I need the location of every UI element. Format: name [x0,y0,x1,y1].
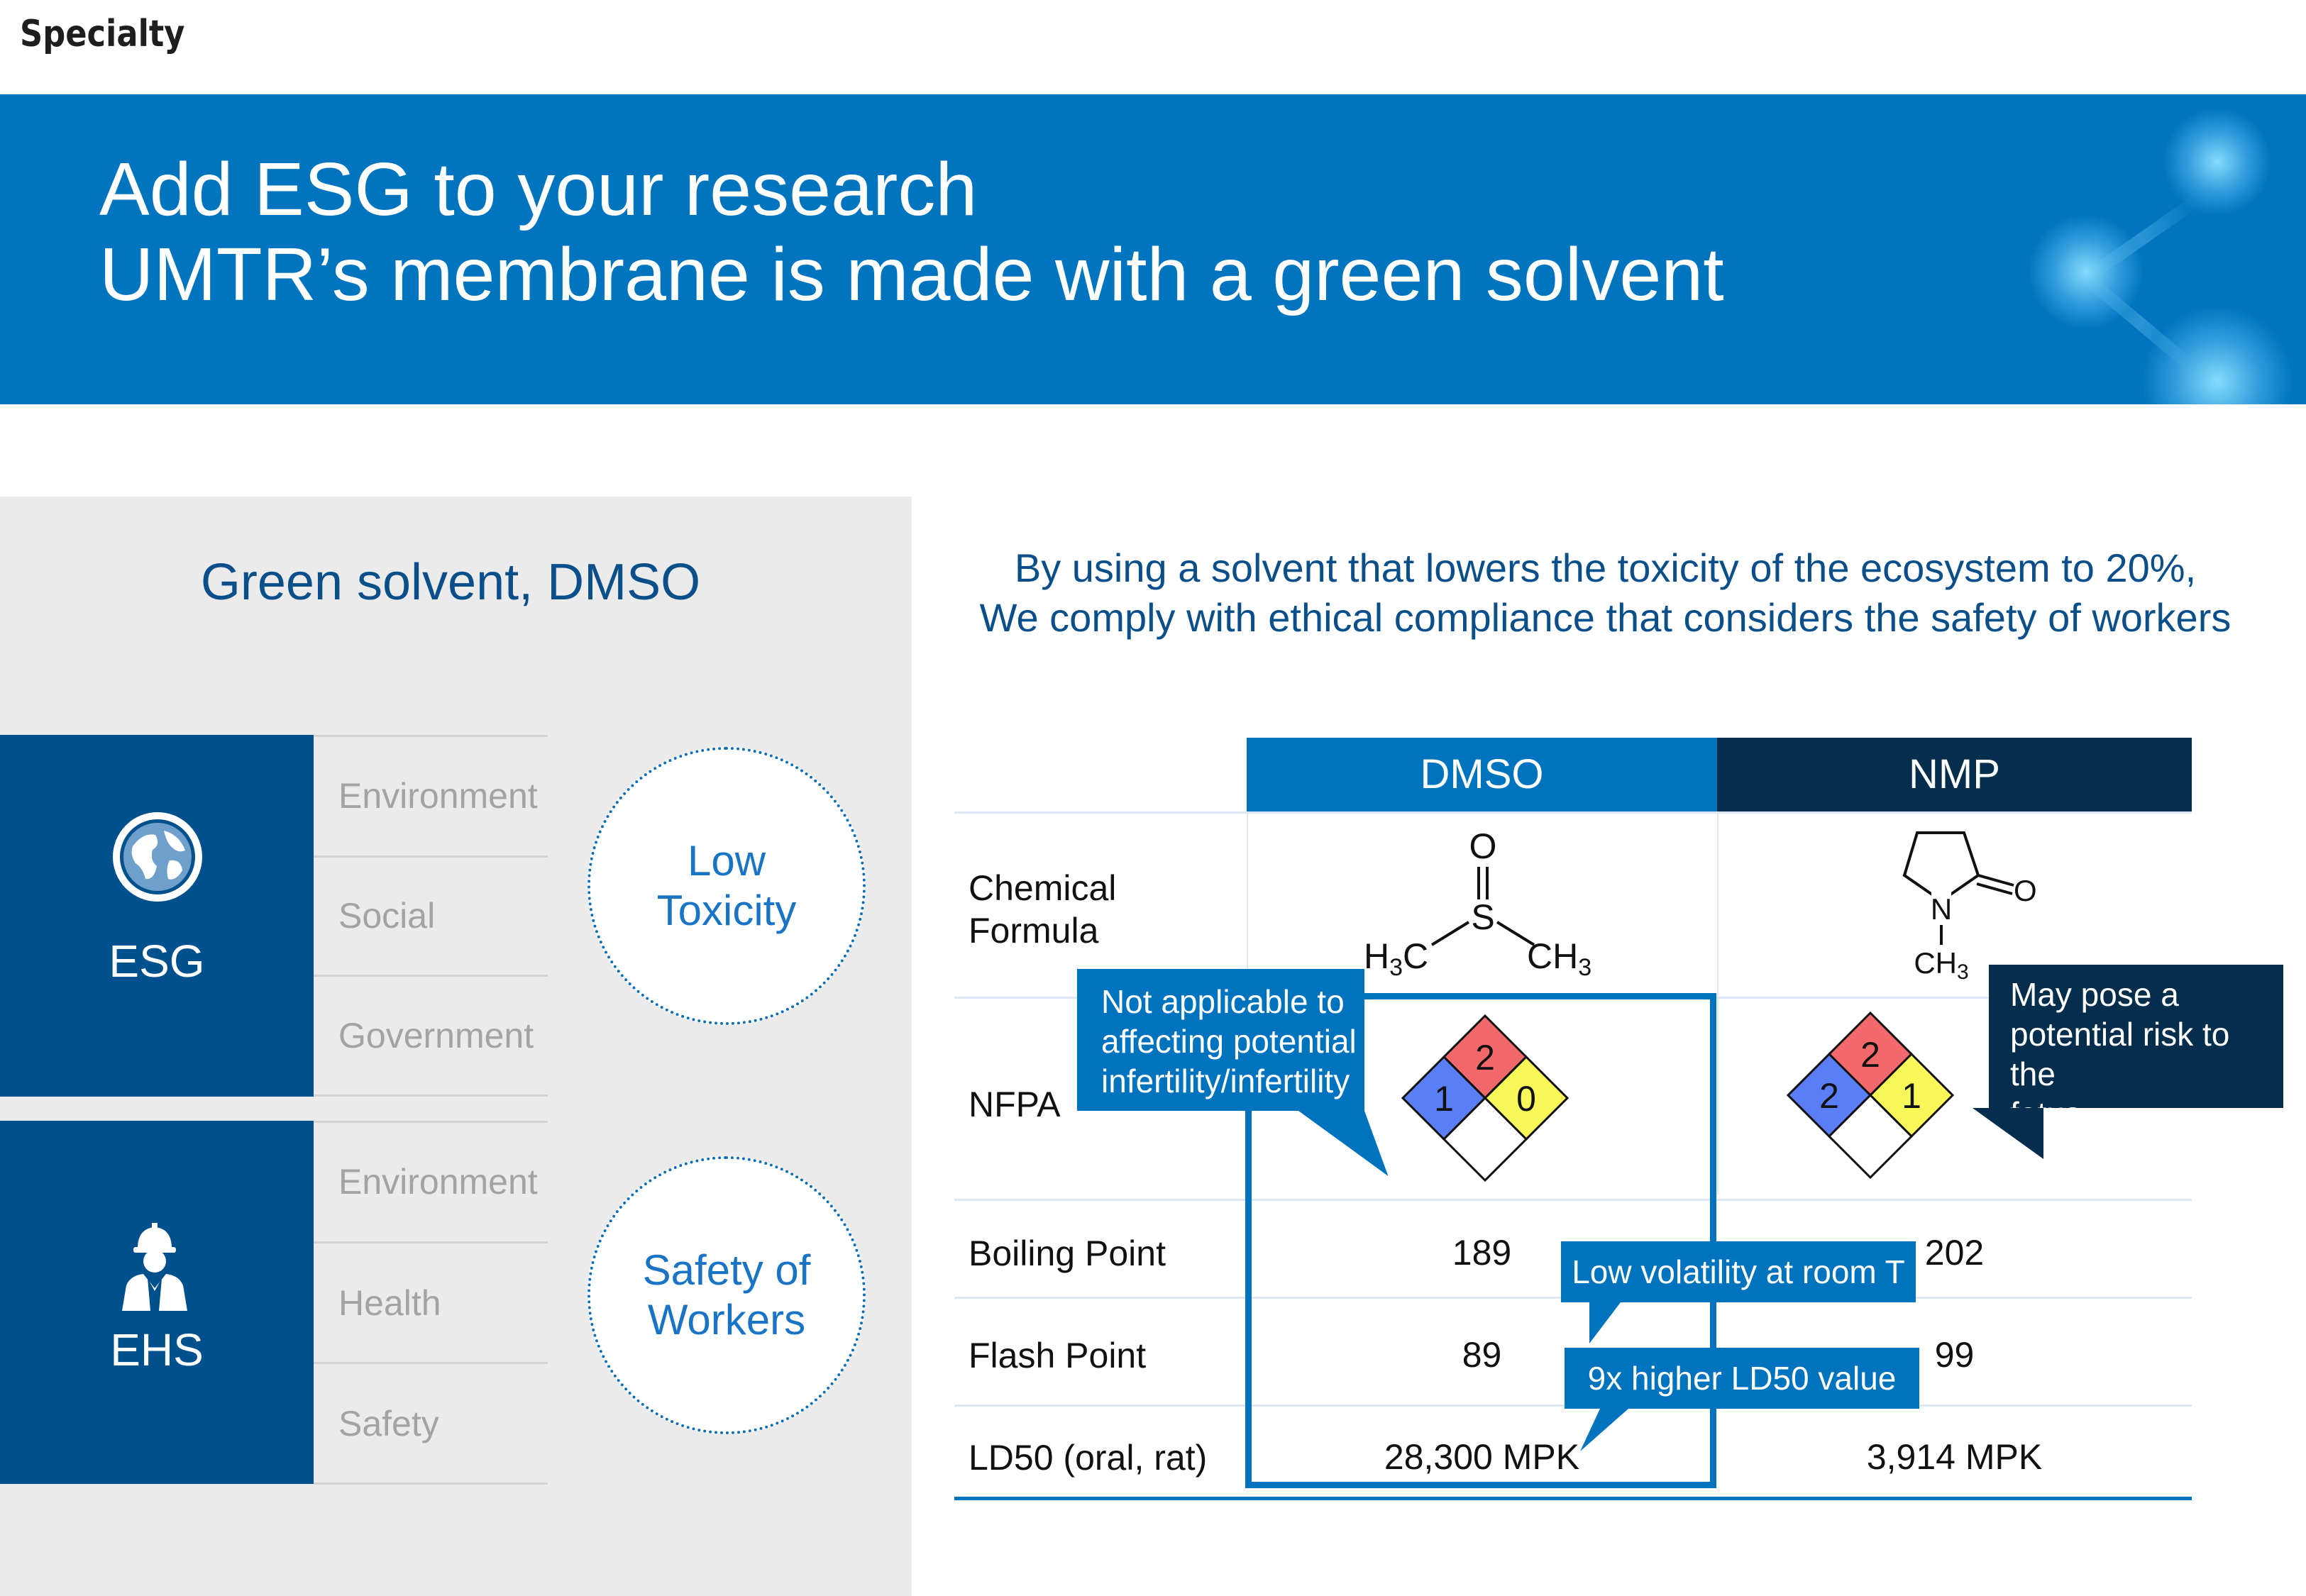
molecule-decoration [2143,307,2292,404]
divider [314,1121,548,1123]
callout-tail [1589,1302,1621,1343]
nmp-flash-point: 99 [1934,1335,1975,1375]
nfpa-reactivity-value: 0 [1516,1079,1536,1119]
ld50-callout: 9x higher LD50 value [1565,1348,1919,1409]
dmso-note-callout: Not applicable to affecting potential in… [1077,969,1364,1111]
row-divider [954,1199,2192,1201]
nfpa-health-value: 2 [1819,1076,1839,1116]
callout-line: Not applicable to [1101,983,1345,1020]
methyl-group: CH3 [1914,946,1968,984]
ehs-item-safety: Safety [338,1404,439,1443]
molecule-decoration [2164,109,2271,215]
dmso-boiling-point: 189 [1452,1233,1512,1273]
formula-ch: CH [1527,936,1578,976]
esg-item-environment: Environment [338,776,538,816]
methyl-group-right: CH3 [1527,936,1591,981]
nfpa-special-quadrant [1827,1093,1914,1179]
formula-ch: CH [1914,946,1957,980]
molecule-decoration [2029,215,2143,328]
nfpa-special-quadrant [1442,1096,1528,1182]
ehs-item-health: Health [338,1283,441,1323]
table-bottom-rule [954,1497,2192,1500]
banner-headline: Add ESG to your research [99,148,978,231]
callout-line: affecting potential [1101,1023,1357,1060]
formula-subscript: 3 [1957,960,1969,984]
banner-subheadline: UMTR’s membrane is made with a green sol… [99,233,1724,316]
nitrogen-atom: N [1931,892,1952,926]
divider [314,1241,548,1243]
circle-line: Low [687,837,766,885]
nfpa-health-value: 1 [1434,1079,1454,1119]
row-label-line: Chemical [969,868,1117,908]
volatility-callout: Low volatility at room T [1561,1241,1916,1302]
nmp-nfpa-diamond: 2 2 1 [1787,1012,1954,1179]
row-divider [954,811,2192,814]
dmso-ld50: 28,300 MPK [1384,1437,1580,1477]
ehs-label: EHS [110,1324,204,1375]
divider [314,1483,548,1485]
ehs-block: EHS [0,1121,314,1484]
sulfur-atom: S [1471,897,1494,937]
circle-line: Workers [647,1296,806,1343]
hero-banner: Add ESG to your research UMTR’s membrane… [0,94,2306,404]
row-label-nfpa: NFPA [969,1085,1061,1124]
dmso-highlight-frame [1245,993,1716,1488]
nfpa-flammability-value: 2 [1860,1035,1880,1075]
worker-icon [122,1223,187,1311]
dmso-structure: O S H3C CH3 [1364,826,1591,981]
subtitle-line-1: By using a solvent that lowers the toxic… [1014,545,2197,590]
oxygen-atom: O [2014,874,2037,907]
row-label-line: Formula [969,911,1099,951]
esg-item-government: Government [338,1016,534,1055]
divider [314,855,548,858]
formula-subscript: 3 [1389,954,1403,981]
nfpa-reactivity-value: 1 [1902,1076,1921,1116]
column-divider [1717,811,1719,1195]
nfpa-flammability-value: 2 [1475,1038,1495,1077]
callout-line: potential risk to the [2010,1016,2230,1092]
callout-tail [1973,1108,2043,1159]
esg-label: ESG [109,936,205,987]
globe-icon [113,812,202,902]
nmp-boiling-point: 202 [1924,1233,1985,1273]
callout-line: May pose a [2010,976,2179,1013]
column-header-nmp: NMP [1717,738,2192,811]
circle-line: Toxicity [656,887,797,934]
divider [314,975,548,977]
row-label-boiling-point: Boiling Point [969,1234,1166,1273]
column-header-dmso: DMSO [1247,738,1717,811]
row-label-flash-point: Flash Point [969,1336,1147,1375]
row-label-ld50: LD50 (oral, rat) [969,1438,1208,1478]
left-panel-title: Green solvent, DMSO [200,554,701,611]
divider [314,1095,548,1097]
row-label-chemical-formula: Chemical Formula [969,867,1116,952]
formula-h: H [1364,936,1389,976]
divider [314,735,548,737]
formula-subscript: 3 [1578,954,1591,981]
methyl-group-left: H3C [1364,936,1428,981]
dmso-flash-point: 89 [1462,1335,1502,1375]
formula-c: C [1403,936,1428,976]
subtitle-line-2: We comply with ethical compliance that c… [979,595,2231,640]
oxygen-atom: O [1469,826,1497,866]
ehs-item-environment: Environment [338,1162,538,1202]
nmp-structure: O N CH3 [1902,831,2037,984]
callout-line: infertility/infertility [1101,1063,1350,1099]
esg-block: ESG [0,735,314,1097]
section-label: Specialty [20,13,185,55]
nmp-note-callout: May pose a potential risk to the fetus [1989,965,2283,1132]
nmp-ld50: 3,914 MPK [1866,1437,2043,1477]
dmso-nfpa-diamond: 2 1 0 [1401,1014,1569,1182]
circle-line: Safety of [642,1246,811,1294]
divider [314,1362,548,1364]
esg-item-social: Social [338,896,436,936]
